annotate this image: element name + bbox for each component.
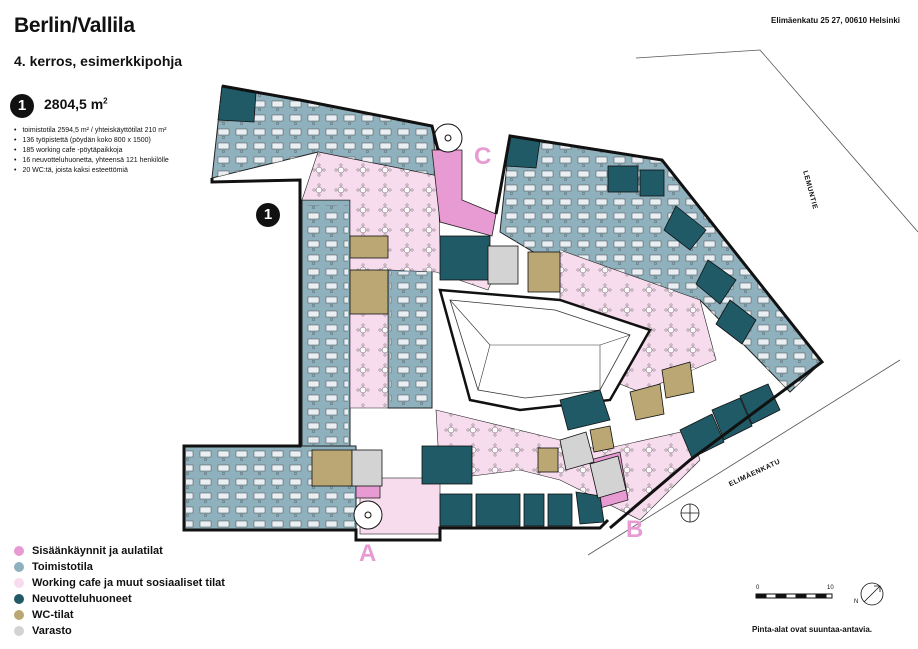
- legend-label: Toimistotila: [32, 561, 93, 573]
- page-title: Berlin/Vallila: [14, 14, 135, 37]
- scale-label-ten: 10: [827, 585, 834, 591]
- entrance-b-label: B: [626, 516, 644, 543]
- stat-item: 136 työpistettä (pöydän koko 800 x 1500): [14, 136, 169, 146]
- street-marker-icon: [680, 503, 700, 523]
- legend-swatch: [14, 546, 24, 556]
- entrance-c-label: C: [474, 143, 492, 170]
- north-arrow-icon: [860, 582, 884, 606]
- legend-item: Working cafe ja muut sosiaaliset tilat: [14, 575, 225, 591]
- unit-badge: 1: [10, 94, 34, 118]
- storage-and-stairs: [351, 245, 627, 499]
- wc-rooms: [311, 235, 695, 487]
- legend-label: Sisäänkäynnit ja aulatilat: [32, 545, 163, 557]
- legend-item: Neuvotteluhuoneet: [14, 591, 225, 607]
- area-value: 2804,5 m: [44, 96, 104, 112]
- legend-item: Varasto: [14, 623, 225, 639]
- legend-swatch: [14, 610, 24, 620]
- legend-label: Varasto: [32, 625, 72, 637]
- stat-item: 16 neuvotteluhuonetta, yhteensä 121 henk…: [14, 156, 168, 166]
- stats-list: toimistotila 2594,5 m² / yhteiskäyttötil…: [14, 126, 169, 176]
- legend-label: WC-tilat: [32, 609, 74, 621]
- stat-item: 185 working cafe -pöytäpaikkoja: [14, 146, 169, 156]
- legend-label: Neuvotteluhuoneet: [32, 593, 132, 605]
- stat-item: toimistotila 2594,5 m² / yhteiskäyttötil…: [14, 126, 169, 136]
- outer-walls: [182, 84, 825, 542]
- legend: Sisäänkäynnit ja aulatilat Toimistotila …: [14, 543, 225, 639]
- total-area: 2804,5 m2: [44, 96, 108, 112]
- area-unit: 2: [103, 96, 108, 106]
- footnote: Pinta-alat ovat suuntaa-antavia.: [752, 625, 873, 634]
- meeting-rooms: [217, 85, 781, 527]
- legend-swatch: [14, 626, 24, 636]
- scale-label-zero: 0: [756, 585, 760, 591]
- entrance-a-label: A: [359, 540, 377, 567]
- legend-item: WC-tilat: [14, 607, 225, 623]
- address: Elimäenkatu 25 27, 00610 Helsinki: [771, 16, 900, 25]
- stat-item: 20 WC:tä, joista kaksi esteettömiä: [14, 166, 169, 176]
- legend-label: Working cafe ja muut sosiaaliset tilat: [32, 577, 225, 589]
- legend-swatch: [14, 594, 24, 604]
- scale-bar: [755, 593, 833, 599]
- plan-unit-badge: 1: [256, 203, 280, 227]
- spiral-stairs: [353, 123, 463, 530]
- legend-swatch: [14, 578, 24, 588]
- legend-item: Sisäänkäynnit ja aulatilat: [14, 543, 225, 559]
- north-label: N: [854, 599, 859, 605]
- site-boundary: [587, 49, 918, 556]
- floor-subtitle: 4. kerros, esimerkkipohja: [14, 53, 183, 69]
- legend-swatch: [14, 562, 24, 572]
- legend-item: Toimistotila: [14, 559, 225, 575]
